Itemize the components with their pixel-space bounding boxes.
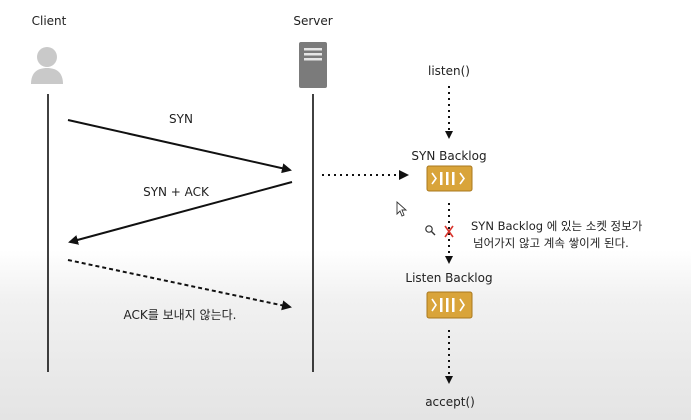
x-mark-icon <box>444 225 454 238</box>
ack-dashed-arrow <box>67 259 292 311</box>
backlog-note-line1: SYN Backlog 에 있는 소켓 정보가 <box>471 219 643 233</box>
syn-ack-arrow <box>68 181 293 245</box>
person-icon <box>31 47 63 84</box>
listen-backlog-label: Listen Backlog <box>405 271 493 285</box>
syn-label: SYN <box>169 112 193 126</box>
listen-label: listen() <box>428 64 470 78</box>
backlog-note-line2: 넘어가지 않고 계속 쌓이게 된다. <box>473 236 629 250</box>
server-label: Server <box>293 14 333 28</box>
client-label: Client <box>31 14 67 28</box>
accept-label: accept() <box>425 395 475 409</box>
server-icon <box>299 42 327 88</box>
syn-arrow <box>67 119 292 174</box>
backlog-note: SYN Backlog 에 있는 소켓 정보가 넘어가지 않고 계속 쌓이게 된… <box>471 218 642 252</box>
cursor-icon <box>396 200 408 217</box>
magnifier-icon <box>425 225 436 236</box>
no-ack-label: ACK를 보내지 않는다. <box>123 308 237 322</box>
listen-backlog-queue-icon <box>426 291 473 319</box>
syn-backlog-label: SYN Backlog <box>411 149 487 163</box>
syn-backlog-queue-icon <box>426 165 473 192</box>
syn-ack-label: SYN + ACK <box>143 185 209 199</box>
